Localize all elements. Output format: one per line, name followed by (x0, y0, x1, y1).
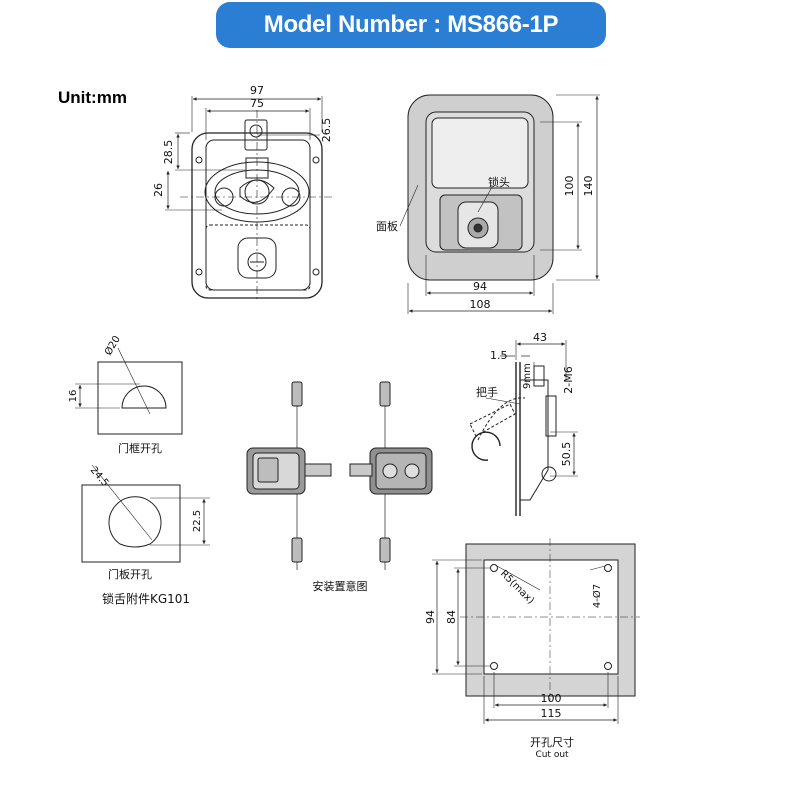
dim-2-m6: 2-M6 (562, 366, 575, 393)
dim-cut-84: 84 (445, 610, 458, 624)
accessory-label: 锁舌附件KG101 (102, 591, 190, 606)
frame-hole-drawing (75, 347, 183, 435)
install-caption: 安装置意图 (313, 579, 368, 593)
lock-head-label: 锁头 (488, 175, 510, 189)
door-hole-drawing (81, 464, 210, 563)
dim-108: 108 (470, 298, 491, 311)
dim-26-5: 26.5 (320, 118, 333, 143)
front-view (165, 96, 332, 300)
dim-26: 26 (152, 183, 165, 197)
panel-view (399, 94, 600, 314)
dim-cut-115: 115 (541, 707, 562, 720)
dim-43: 43 (533, 331, 547, 344)
install-diagram (246, 381, 433, 570)
panel-label: 面板 (376, 219, 398, 233)
dim-97: 97 (250, 84, 264, 97)
dim-28-5: 28.5 (162, 140, 175, 165)
handle-label: 把手 (476, 385, 498, 399)
dim-140: 140 (582, 176, 595, 197)
side-view (469, 340, 578, 516)
dim-1-5: 1.5 (490, 349, 508, 362)
dim-cut-94: 94 (424, 610, 437, 624)
dim-100: 100 (563, 176, 576, 197)
dim-75: 75 (250, 97, 264, 110)
unit-label: Unit:mm (58, 88, 127, 107)
frame-hole-caption: 门框开孔 (118, 441, 162, 455)
cutout-drawing (432, 538, 640, 724)
dim-16: 16 (68, 390, 79, 403)
dim-9mm: 9mm (522, 363, 533, 389)
dim-cut-100: 100 (541, 692, 562, 705)
dim-94: 94 (473, 280, 487, 293)
dim-50-5: 50.5 (560, 442, 573, 467)
cutout-caption-en: Cut out (535, 750, 569, 760)
dim-dia20: Ø20 (102, 334, 123, 358)
model-number-banner: Model Number : MS866-1P (216, 2, 606, 48)
door-hole-caption: 门板开孔 (108, 567, 152, 581)
cutout-caption: 开孔尺寸 (530, 735, 574, 749)
dim-22-5: 22.5 (192, 510, 203, 532)
dim-4-dia7: 4-Ø7 (591, 584, 603, 608)
